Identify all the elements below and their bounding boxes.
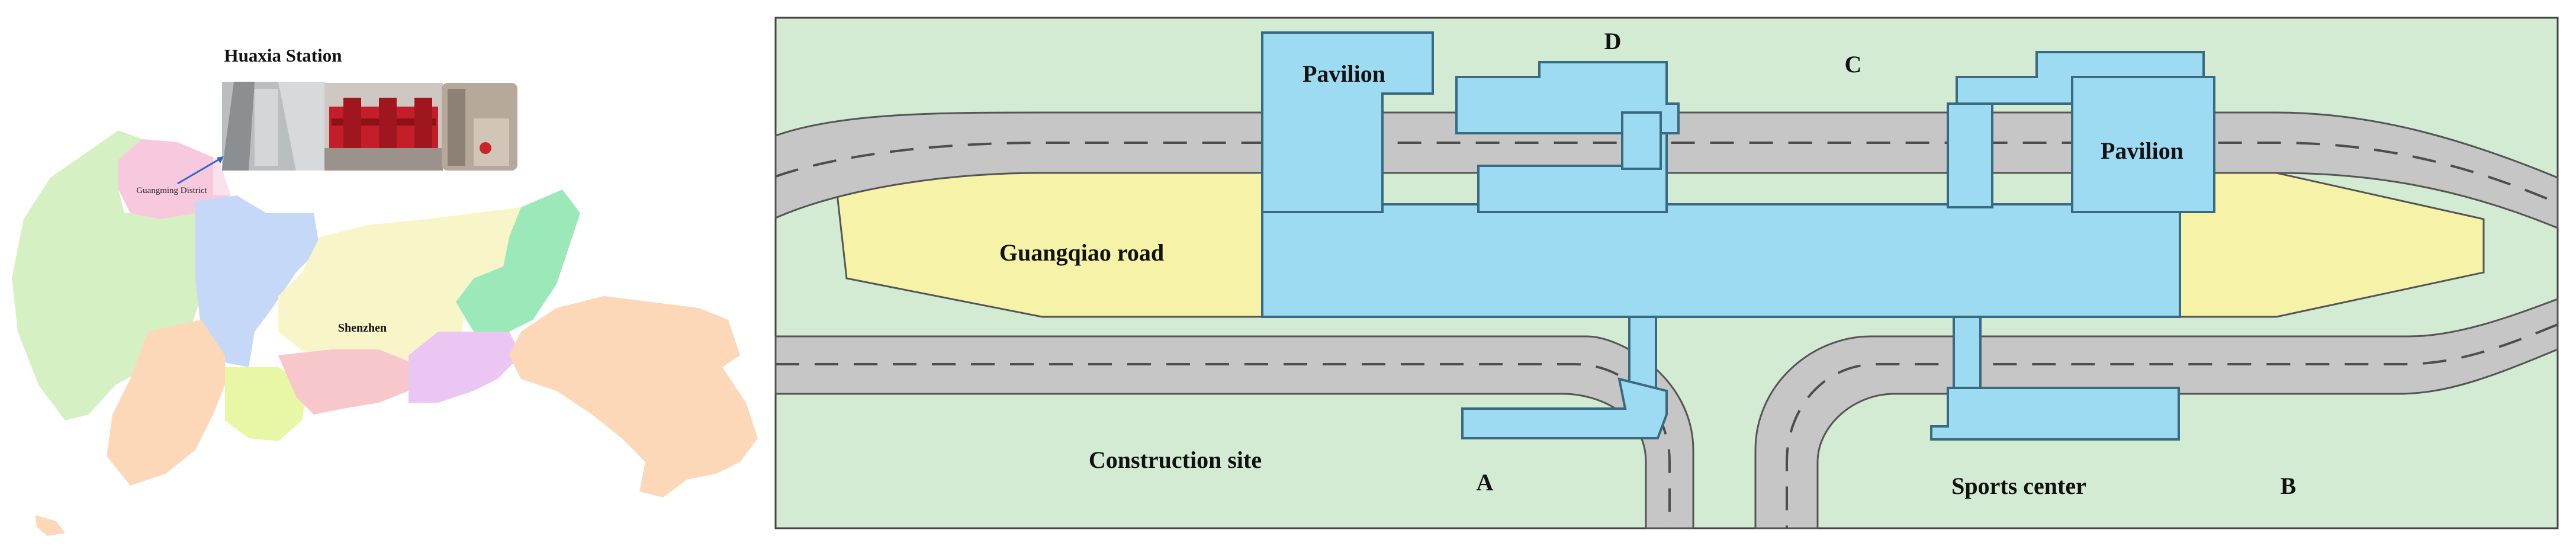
photo-strip bbox=[213, 82, 521, 195]
exit-b-label: B bbox=[2281, 473, 2297, 499]
exit-d-connector bbox=[1621, 111, 1662, 170]
district-blue bbox=[195, 195, 320, 367]
pavilion-right-label: Pavilion bbox=[2101, 137, 2183, 164]
district-peach-west bbox=[107, 320, 225, 486]
exit-a-label: A bbox=[1477, 469, 1494, 496]
pavilion-left-label: Pavilion bbox=[1303, 60, 1385, 87]
road-label: Guangqiao road bbox=[999, 239, 1164, 266]
construction-photo-2 bbox=[324, 83, 443, 171]
city-label: Shenzhen bbox=[338, 322, 387, 335]
station-pointer-arrow bbox=[177, 158, 221, 185]
construction-photo-3 bbox=[442, 83, 517, 171]
construction-photo-1 bbox=[222, 82, 326, 171]
main-road-centerline bbox=[775, 142, 2558, 204]
district-label: Guangming District bbox=[136, 186, 207, 195]
exit-b-block bbox=[1930, 387, 2180, 441]
station-plan: Pavilion Pavilion D C Guangqiao road Con… bbox=[774, 17, 2559, 529]
pavilion-right-block bbox=[2071, 76, 2215, 213]
district-guangming bbox=[118, 139, 231, 219]
district-lime bbox=[225, 367, 308, 441]
location-map: Huaxia Station Guangming District Shenzh… bbox=[12, 45, 758, 536]
south-road-left bbox=[774, 335, 1694, 529]
district-yellow-east bbox=[414, 207, 521, 302]
district-violet bbox=[409, 332, 521, 403]
exit-a-block bbox=[1461, 377, 1668, 439]
district-rose bbox=[278, 349, 409, 415]
exit-a-connector bbox=[1628, 316, 1657, 389]
exit-d-label: D bbox=[1604, 28, 1622, 54]
sports-center-label: Sports center bbox=[1951, 473, 2086, 499]
pavilion-left-block bbox=[1261, 31, 1434, 213]
district-peach-east bbox=[509, 296, 758, 497]
district-peach-islet bbox=[36, 515, 65, 536]
map-title: Huaxia Station bbox=[224, 45, 342, 66]
exit-c-connector bbox=[1947, 102, 1993, 208]
exit-b-connector bbox=[1953, 316, 1982, 395]
construction-site-label: Construction site bbox=[1089, 447, 1262, 473]
exit-c-label: C bbox=[1845, 51, 1862, 78]
station-structure bbox=[1261, 31, 2215, 441]
district-mint bbox=[456, 190, 580, 332]
station-pointer-arrowhead bbox=[217, 156, 224, 163]
station-main-hall bbox=[1261, 203, 2181, 318]
south-road-right-centerline bbox=[1786, 323, 2558, 528]
